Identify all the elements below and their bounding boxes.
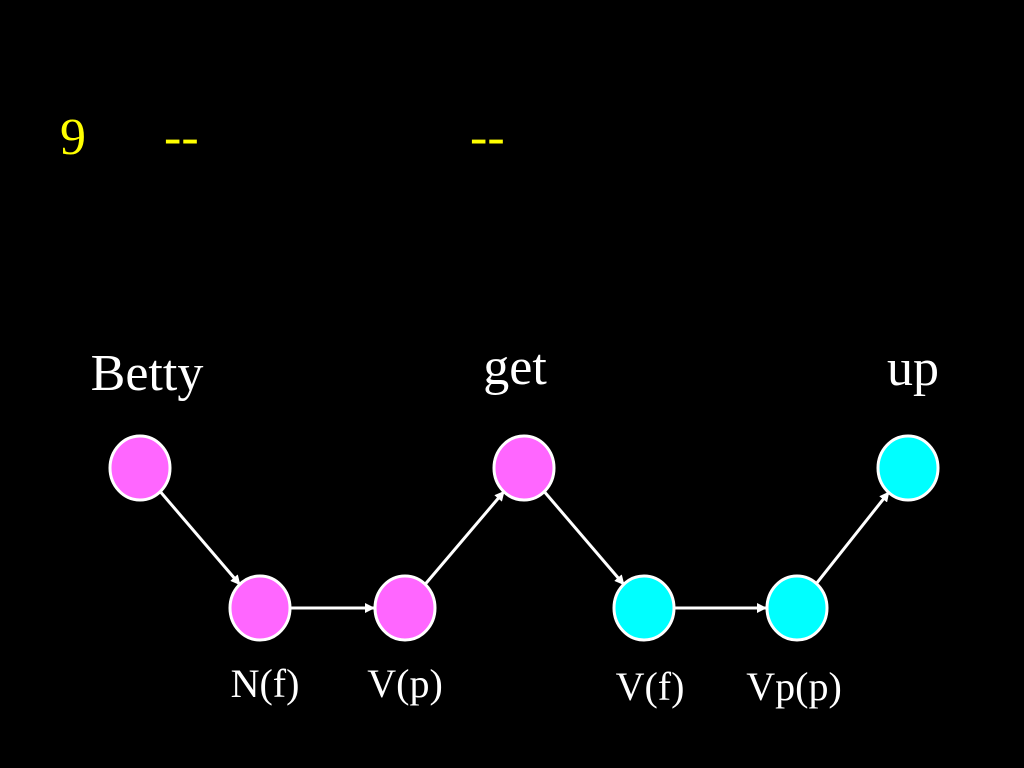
word-label-betty: Betty [91, 345, 204, 402]
edge-arrow-betty-to-n-f [159, 490, 241, 586]
nodes-layer [108, 434, 940, 642]
word-label-get: get [483, 339, 547, 396]
tag-label-v-f: V(f) [616, 664, 685, 709]
tag-label-n-f: N(f) [231, 661, 300, 706]
node-up [876, 434, 940, 502]
node-get [492, 434, 556, 502]
slide-number: 9 [60, 109, 86, 166]
edges-layer [159, 490, 890, 613]
node-v-f [612, 574, 676, 642]
node-vp-p [765, 574, 829, 642]
edge-arrow-v-p-to-get [423, 490, 506, 586]
title-dash-left: -- [164, 109, 199, 166]
node-n-f [228, 574, 292, 642]
tag-label-v-p: V(p) [367, 661, 443, 706]
node-betty [108, 434, 172, 502]
node-v-p [373, 574, 437, 642]
edge-arrow-get-to-v-f [543, 490, 625, 586]
edge-arrow-vp-p-to-up [815, 491, 890, 585]
word-label-up: up [887, 340, 939, 397]
title-dash-right: -- [470, 109, 505, 166]
tag-label-vp-p: Vp(p) [746, 664, 842, 709]
